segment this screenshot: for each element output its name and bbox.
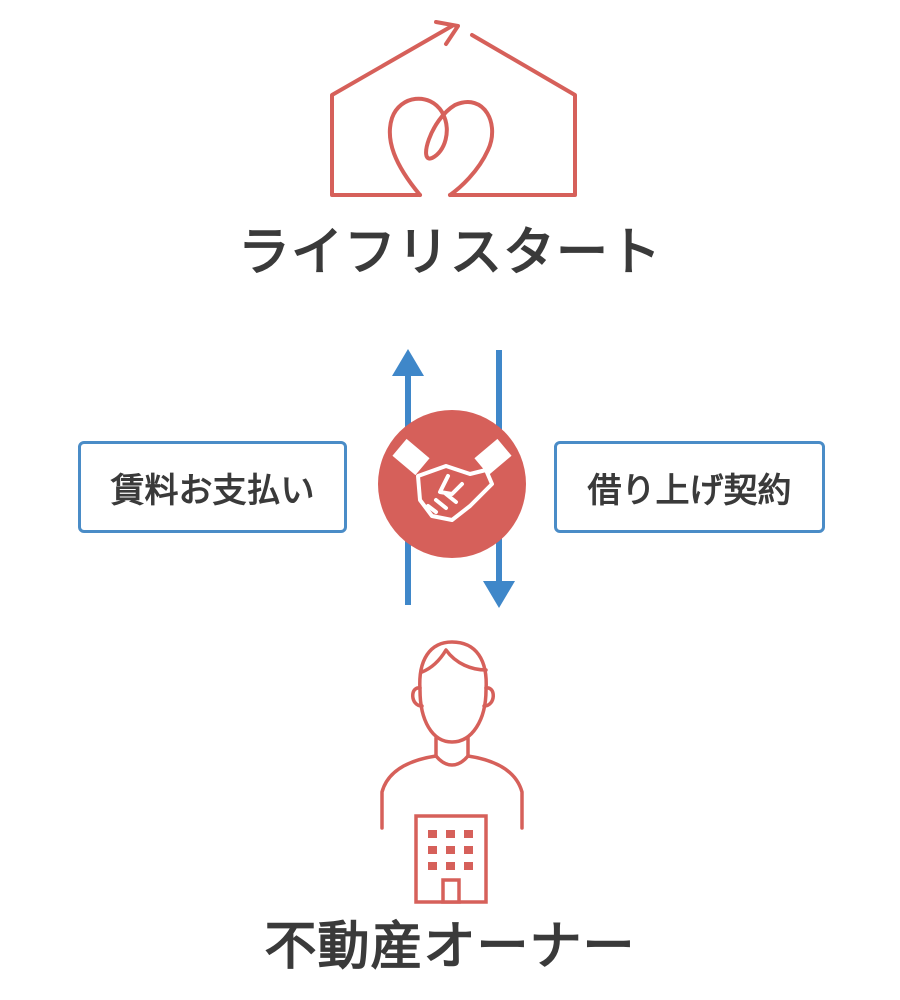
owner-name: 不動産オーナー bbox=[264, 917, 636, 977]
house-heart-arrow-icon bbox=[330, 20, 577, 197]
handshake-icon bbox=[378, 410, 526, 558]
person-building-icon bbox=[380, 640, 524, 904]
rent-payment-label: 賃料お支払い bbox=[78, 441, 347, 533]
company-name: ライフリスタート bbox=[237, 223, 662, 283]
master-lease-contract-label: 借り上げ契約 bbox=[554, 441, 825, 533]
